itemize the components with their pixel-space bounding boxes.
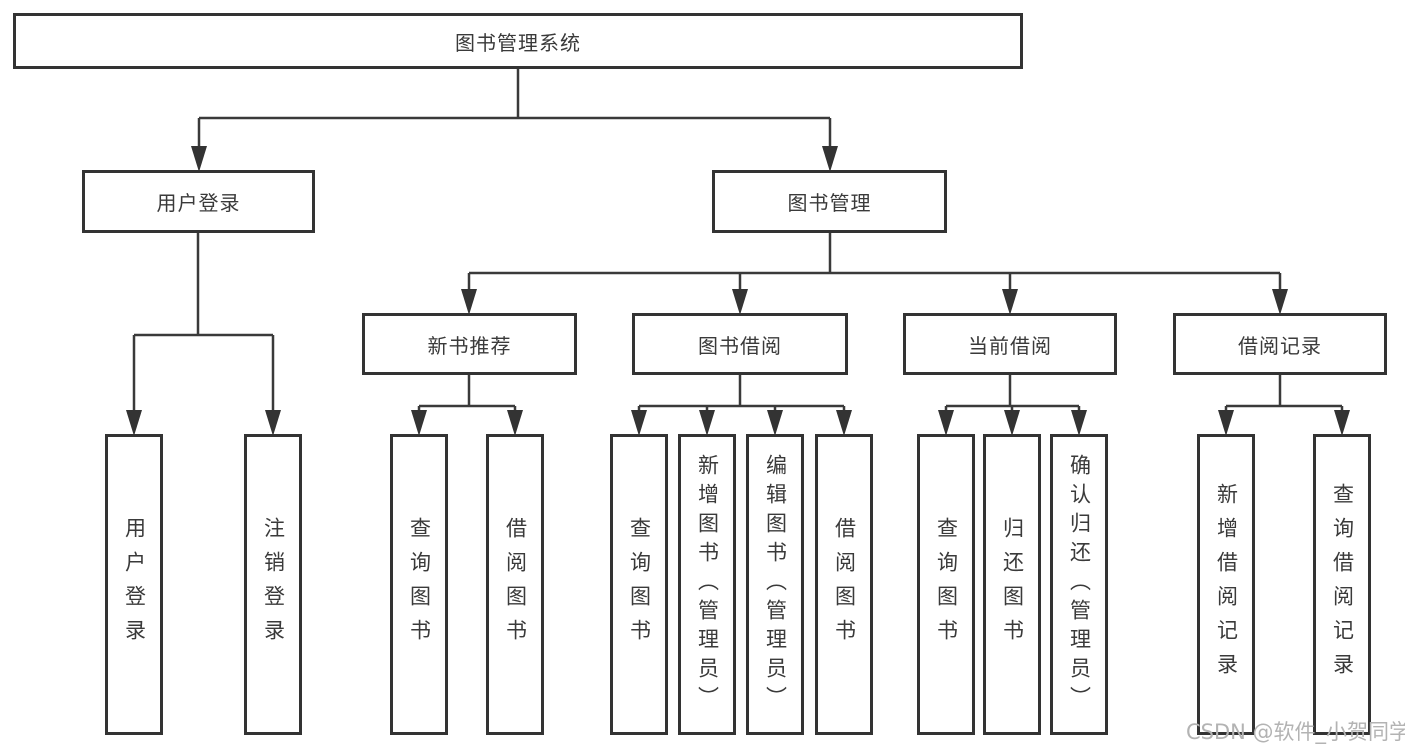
node-current-borrow: 当前借阅 xyxy=(903,313,1117,375)
node-user-login-label: 用户登录 xyxy=(156,191,241,215)
leaf-query-books-recommend: 查询图书 xyxy=(390,434,448,735)
leaf-add-borrow-record-label: 新增借阅记录 xyxy=(1214,482,1239,687)
node-current-borrow-label: 当前借阅 xyxy=(968,333,1052,358)
root-node-label: 图书管理系统 xyxy=(455,30,581,55)
leaf-add-borrow-record: 新增借阅记录 xyxy=(1197,434,1255,735)
leaf-user-login-label: 用户登录 xyxy=(122,516,147,653)
leaf-return-books: 归还图书 xyxy=(983,434,1041,735)
node-borrow-records: 借阅记录 xyxy=(1173,313,1387,375)
leaf-return-books-label: 归还图书 xyxy=(1000,516,1025,653)
csdn-watermark: CSDN @软件_小贺同学 xyxy=(1186,720,1405,744)
node-new-book-recommend-label: 新书推荐 xyxy=(427,333,512,358)
leaf-query-books-recommend-label: 查询图书 xyxy=(407,516,432,653)
leaf-query-borrow-record: 查询借阅记录 xyxy=(1313,434,1371,735)
node-book-management: 图书管理 xyxy=(712,170,947,233)
leaf-confirm-return-admin-label: 确认归还（管理员） xyxy=(1067,454,1092,715)
leaf-query-borrow-record-label: 查询借阅记录 xyxy=(1330,482,1355,687)
leaf-query-books-current-label: 查询图书 xyxy=(934,516,959,653)
leaf-query-books-current: 查询图书 xyxy=(917,434,975,735)
leaf-logout-label: 注销登录 xyxy=(261,516,286,653)
leaf-query-books-borrow: 查询图书 xyxy=(610,434,668,735)
leaf-confirm-return-admin: 确认归还（管理员） xyxy=(1050,434,1108,735)
leaf-logout: 注销登录 xyxy=(244,434,302,735)
leaf-borrow-books-recommend: 借阅图书 xyxy=(486,434,544,735)
node-book-management-label: 图书管理 xyxy=(787,191,872,215)
root-node-book-management-system: 图书管理系统 xyxy=(13,13,1023,69)
node-book-borrow: 图书借阅 xyxy=(632,313,848,375)
leaf-add-book-admin: 新增图书（管理员） xyxy=(678,434,736,735)
leaf-borrow-books: 借阅图书 xyxy=(815,434,873,735)
node-new-book-recommend: 新书推荐 xyxy=(362,313,577,375)
node-user-login: 用户登录 xyxy=(82,170,315,233)
node-borrow-records-label: 借阅记录 xyxy=(1238,333,1322,358)
leaf-query-books-borrow-label: 查询图书 xyxy=(627,516,652,653)
node-book-borrow-label: 图书借阅 xyxy=(698,333,782,358)
leaf-borrow-books-recommend-label: 借阅图书 xyxy=(503,516,528,653)
leaf-borrow-books-label: 借阅图书 xyxy=(832,516,857,653)
leaf-user-login: 用户登录 xyxy=(105,434,163,735)
leaf-add-book-admin-label: 新增图书（管理员） xyxy=(695,454,720,715)
leaf-edit-book-admin: 编辑图书（管理员） xyxy=(746,434,804,735)
leaf-edit-book-admin-label: 编辑图书（管理员） xyxy=(763,454,788,715)
